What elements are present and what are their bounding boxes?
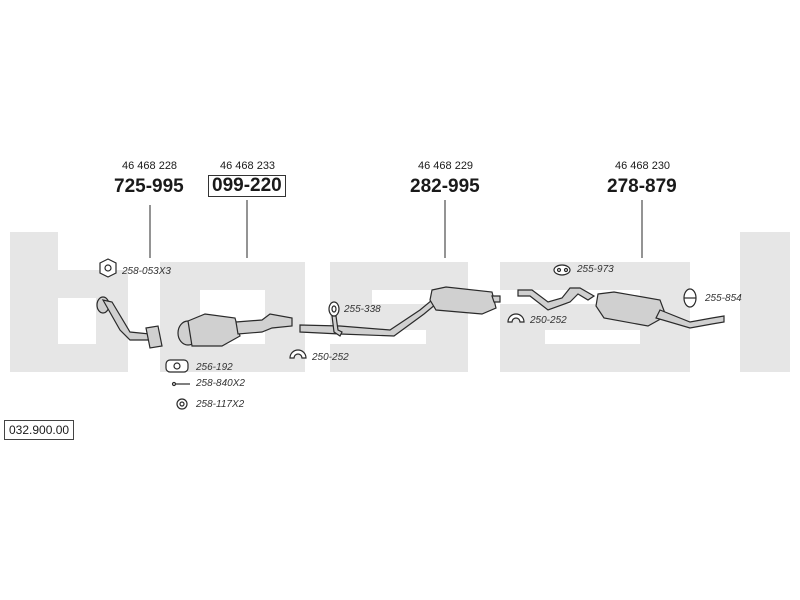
front-pipe-part <box>96 296 163 349</box>
rear-silencer-part <box>517 287 725 329</box>
middle-silencer-part <box>299 286 501 337</box>
watermark-letter-a <box>500 262 690 372</box>
oem-number-4: 46 468 230 <box>615 160 671 172</box>
clamp-icon <box>507 313 525 323</box>
gasket-icon <box>165 359 189 373</box>
mounting-rubber-icon <box>683 288 697 308</box>
accessory-label-5: 255-854 <box>705 293 742 304</box>
oem-number-2: 46 468 233 <box>220 160 276 172</box>
part-number-2: 099-220 <box>208 175 286 197</box>
accessory-label-3: 255-973 <box>577 264 614 275</box>
ring-icon <box>328 301 340 317</box>
bolt-icon <box>171 381 190 387</box>
watermark-letter-l <box>740 232 790 372</box>
washer-icon <box>176 398 188 410</box>
accessory-label-1: 258-053X3 <box>122 266 171 277</box>
accessory-label-8: 258-117X2 <box>196 399 245 410</box>
accessory-label-6: 256-192 <box>196 362 233 373</box>
rubber-hanger-icon <box>553 264 571 276</box>
oem-number-1: 46 468 228 <box>122 160 178 172</box>
watermark-letter-b <box>10 232 128 372</box>
accessory-label-4: 250-252 <box>530 315 567 326</box>
oem-number-3: 46 468 229 <box>418 160 474 172</box>
part-number-4: 278-879 <box>607 176 677 197</box>
nut-icon <box>99 258 117 278</box>
part-number-3: 282-995 <box>410 176 480 197</box>
catalytic-converter-part <box>177 313 293 347</box>
accessory-label-9: 250-252 <box>312 352 349 363</box>
catalog-number: 032.900.00 <box>4 420 75 440</box>
clamp-icon-2 <box>289 349 307 359</box>
part-number-1: 725-995 <box>114 176 184 197</box>
accessory-label-7: 258-840X2 <box>196 378 245 389</box>
accessory-label-2: 255-338 <box>344 304 381 315</box>
